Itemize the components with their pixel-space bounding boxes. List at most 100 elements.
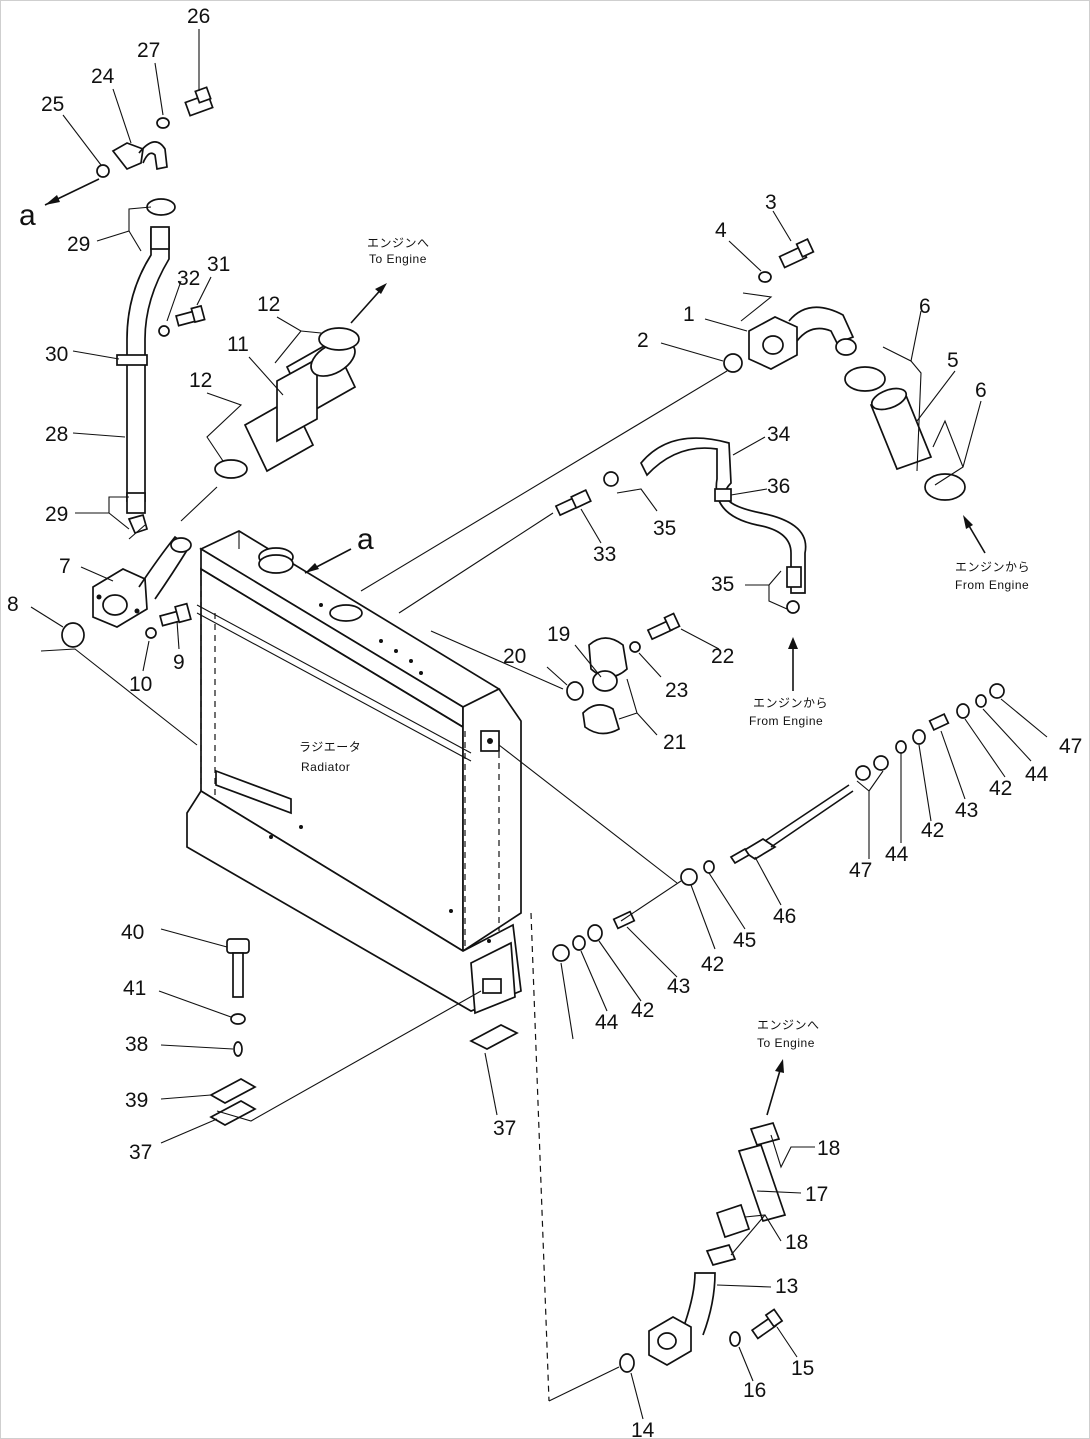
callout-23: 23 — [665, 679, 688, 702]
callout-32: 32 — [177, 267, 200, 290]
callout-21: 21 — [663, 731, 686, 754]
callout-4: 4 — [715, 219, 727, 242]
view-letter-a-radiator: a — [357, 523, 374, 556]
callout-35-upper: 35 — [653, 517, 676, 540]
callout-39: 39 — [125, 1089, 148, 1112]
hose-17-band — [715, 1203, 751, 1239]
bolt-3 — [778, 237, 815, 269]
washer-42b — [956, 703, 970, 719]
clip-35-lower — [786, 600, 800, 614]
bolt-9 — [159, 602, 192, 627]
note-to-engine-bottom-jp: エンジンへ — [757, 1018, 820, 1032]
callout-35-lower: 35 — [711, 573, 734, 596]
callout-12-upper: 12 — [257, 293, 280, 316]
callout-42-left: 42 — [631, 999, 654, 1022]
callout-19: 19 — [547, 623, 570, 646]
callout-42-mid: 42 — [701, 953, 724, 976]
clamp-6-lower — [924, 473, 966, 501]
collar-43a — [928, 712, 950, 732]
flange-elbow-7 — [92, 535, 192, 628]
callout-27: 27 — [137, 39, 160, 62]
washer-10 — [145, 627, 157, 639]
callout-6-upper: 6 — [919, 295, 931, 318]
washer-42c — [680, 868, 698, 886]
note-to-engine-top-en: To Engine — [369, 252, 427, 266]
nut-47a — [989, 683, 1005, 699]
callout-42-right2: 42 — [921, 819, 944, 842]
nut-47b — [552, 944, 570, 962]
lower-left-parts — [209, 938, 519, 1126]
radiator-label-jp: ラジエータ — [299, 740, 361, 754]
clamp-assy-19-21 — [582, 637, 628, 735]
callout-45: 46 — [773, 905, 796, 928]
callout-40: 40 — [121, 921, 144, 944]
washer-41 — [230, 1013, 246, 1025]
tie-rod-parts — [552, 683, 1005, 962]
callout-8: 8 — [7, 593, 19, 616]
washer-16 — [729, 1331, 741, 1347]
callout-10: 10 — [129, 673, 152, 696]
upper-right-parts — [554, 237, 986, 735]
radiator-cap-base — [258, 554, 294, 574]
radiator-top-tank-front — [200, 547, 464, 729]
callout-31: 31 — [207, 253, 230, 276]
clamp-6-upper — [844, 366, 886, 392]
washer-23 — [629, 641, 641, 653]
callout-5: 5 — [947, 349, 959, 372]
callout-2: 2 — [637, 329, 649, 352]
callout-38: 38 — [125, 1033, 148, 1056]
callout-37-left: 37 — [129, 1141, 152, 1164]
hose-end-35 — [786, 566, 802, 588]
note-to-engine-top-jp: エンジンへ — [367, 236, 430, 250]
callout-44-left: 44 — [595, 1011, 619, 1034]
callout-33: 33 — [593, 543, 616, 566]
radiator-bottom-tank — [186, 789, 522, 1012]
callout-30: 30 — [45, 343, 68, 366]
callout-18-lower: 18 — [785, 1231, 808, 1254]
callout-14: 14 — [631, 1419, 655, 1439]
stay-rod-45 — [729, 784, 854, 865]
note-to-engine-bottom-en: To Engine — [757, 1036, 815, 1050]
callout-42-right1: 42 — [989, 777, 1012, 800]
radiator-side-tank — [462, 687, 522, 953]
radiator-label-en: Radiator — [301, 760, 350, 774]
callout-3: 3 — [765, 191, 777, 214]
callout-1: 1 — [683, 303, 695, 326]
washer-44b — [975, 694, 987, 708]
callout-47-right: 47 — [1059, 735, 1082, 758]
note-from-engine-mid-jp: エンジンから — [753, 696, 828, 710]
view-letter-a-left: a — [19, 199, 36, 232]
bolt-31 — [175, 304, 206, 327]
clip-30 — [116, 354, 148, 366]
radiator-bottom-bracket — [470, 941, 516, 1015]
callout-labels: 26 27 24 25 a 29 32 31 30 28 29 7 8 9 10… — [7, 5, 1082, 1439]
callout-12-lower: 12 — [189, 369, 212, 392]
nut-46b — [873, 755, 889, 771]
note-from-engine-mid-en: From Engine — [749, 714, 823, 728]
callout-18-upper: 18 — [817, 1137, 840, 1160]
callout-7: 7 — [59, 555, 71, 578]
callout-9: 9 — [173, 651, 185, 674]
clamp-12-lower — [214, 459, 248, 479]
nut-35 — [603, 471, 619, 487]
washer-42a — [912, 729, 926, 745]
note-from-engine-right-jp: エンジンから — [955, 560, 1030, 574]
callout-15: 15 — [791, 1357, 814, 1380]
callout-24: 24 — [91, 65, 115, 88]
upper-left-parts — [44, 86, 387, 648]
callout-6-lower: 6 — [975, 379, 987, 402]
flange-pipe-1 — [748, 306, 857, 370]
hose-29-lower — [126, 492, 146, 514]
plate-37-left — [209, 1100, 257, 1126]
callout-44-right2: 44 — [885, 843, 909, 866]
o-ring-20 — [566, 681, 584, 701]
callout-34: 34 — [767, 423, 791, 446]
bolt-22 — [646, 612, 681, 641]
clamp-29-lower — [127, 513, 149, 535]
washer-27 — [156, 117, 170, 129]
callout-17: 17 — [805, 1183, 828, 1206]
radiator — [186, 530, 522, 1015]
washer-4 — [758, 271, 772, 283]
